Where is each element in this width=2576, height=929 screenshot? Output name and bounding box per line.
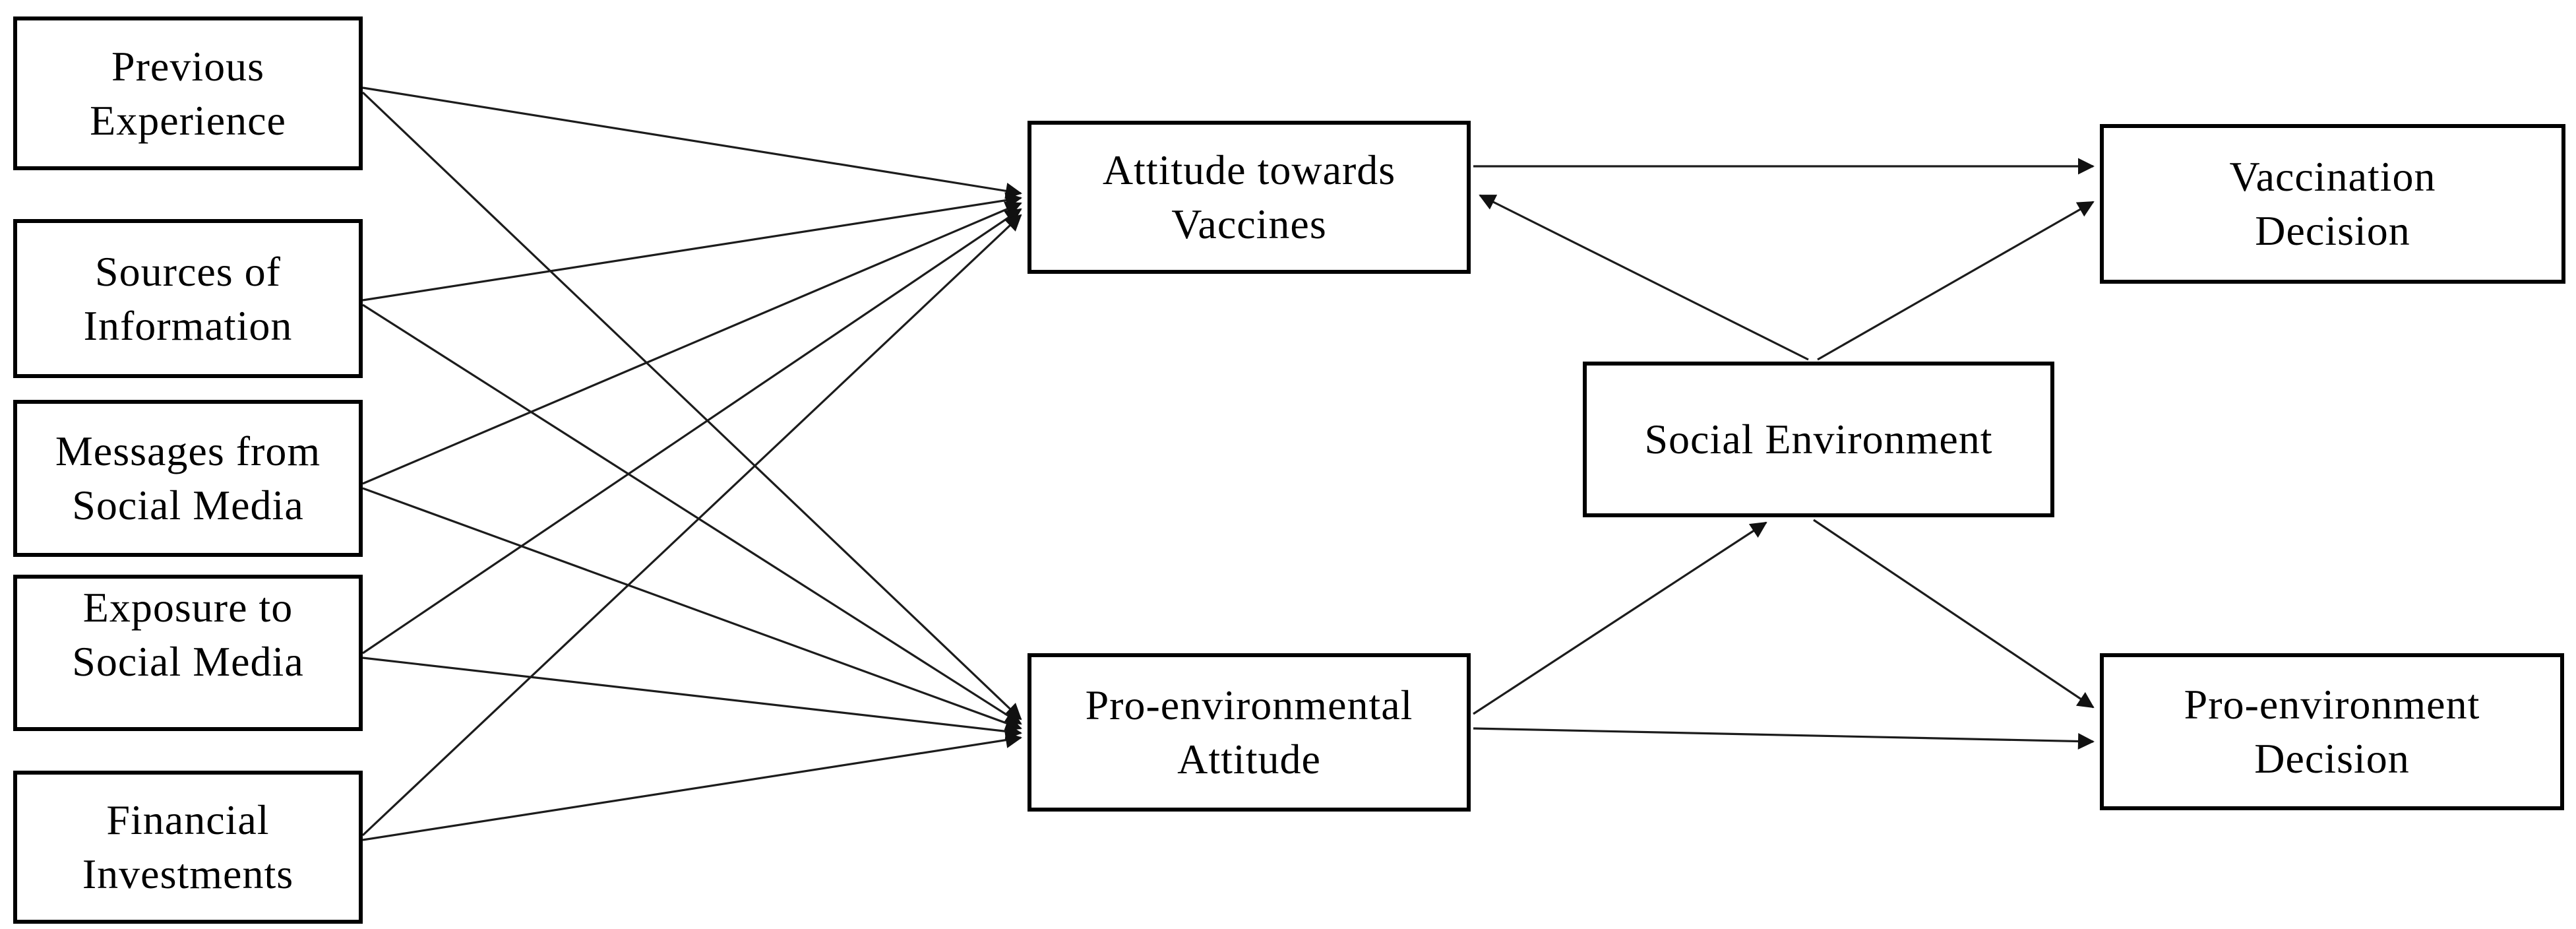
edge-financial-investments-to-pro-environmental-attitude bbox=[362, 732, 1022, 841]
node-previous-experience: Previous Experience bbox=[13, 16, 363, 170]
edge-sources-of-information-to-attitude-towards-vaccines bbox=[362, 192, 1022, 302]
node-pro-environment-decision: Pro-environment Decision bbox=[2100, 653, 2564, 810]
edge-exposure-to-social-media-to-pro-environmental-attitude bbox=[362, 657, 1022, 740]
node-label-line: Social Media bbox=[72, 482, 304, 529]
edge-financial-investments-to-attitude-towards-vaccines bbox=[361, 214, 1022, 837]
node-label-line: Social Environment bbox=[1644, 416, 1993, 463]
edge-messages-from-social-media-to-pro-environmental-attitude bbox=[362, 487, 1022, 731]
edge-previous-experience-to-pro-environmental-attitude bbox=[361, 91, 1022, 721]
edge-messages-from-social-media-to-attitude-towards-vaccines bbox=[362, 201, 1022, 485]
node-label-line: Decision bbox=[2255, 207, 2410, 254]
node-pro-environmental-attitude: Pro-environmental Attitude bbox=[1027, 653, 1471, 812]
node-financial-investments: Financial Investments bbox=[13, 771, 363, 924]
node-label-line: Vaccination bbox=[2229, 153, 2436, 201]
node-label-line: Sources of bbox=[95, 247, 281, 295]
node-vaccination-decision: Vaccination Decision bbox=[2100, 124, 2565, 284]
node-social-environment: Social Environment bbox=[1583, 362, 2054, 517]
edge-pro-environmental-attitude-to-pro-environment-decision bbox=[1473, 727, 2095, 750]
node-sources-of-information: Sources of Information bbox=[13, 219, 363, 378]
edge-social-environment-to-attitude-towards-vaccines bbox=[1479, 194, 1809, 361]
edge-pro-environmental-attitude-to-social-environment bbox=[1473, 521, 1767, 715]
node-label-line: Vaccines bbox=[1171, 201, 1327, 247]
node-label-line: Exposure to bbox=[82, 583, 293, 631]
node-exposure-to-social-media: Exposure to Social Media bbox=[13, 575, 363, 731]
node-label-line: Investments bbox=[82, 850, 294, 897]
node-label-line: Information bbox=[83, 302, 293, 349]
node-label-line: Pro-environmental bbox=[1085, 682, 1413, 729]
node-label-line: Attitude bbox=[1177, 736, 1321, 783]
edge-exposure-to-social-media-to-attitude-towards-vaccines bbox=[362, 208, 1022, 655]
node-label-line: Decision bbox=[2254, 735, 2410, 782]
node-messages-from-social-media: Messages from Social Media bbox=[13, 400, 363, 557]
edge-previous-experience-to-attitude-towards-vaccines bbox=[362, 86, 1022, 199]
node-attitude-towards-vaccines: Attitude towards Vaccines bbox=[1027, 121, 1471, 274]
edge-social-environment-to-pro-environment-decision bbox=[1813, 519, 2095, 709]
edge-social-environment-to-vaccination-decision bbox=[1817, 201, 2095, 361]
edge-sources-of-information-to-pro-environmental-attitude bbox=[362, 304, 1022, 725]
node-label-line: Social Media bbox=[72, 637, 304, 685]
node-label-line: Pro-environment bbox=[2184, 681, 2480, 728]
node-label-line: Financial bbox=[106, 796, 270, 844]
node-label-line: Attitude towards bbox=[1102, 146, 1396, 194]
node-label-line: Messages from bbox=[55, 428, 321, 475]
node-label-line: Experience bbox=[90, 96, 286, 144]
edges-group bbox=[361, 86, 2095, 841]
node-label-line: Previous bbox=[111, 42, 264, 90]
